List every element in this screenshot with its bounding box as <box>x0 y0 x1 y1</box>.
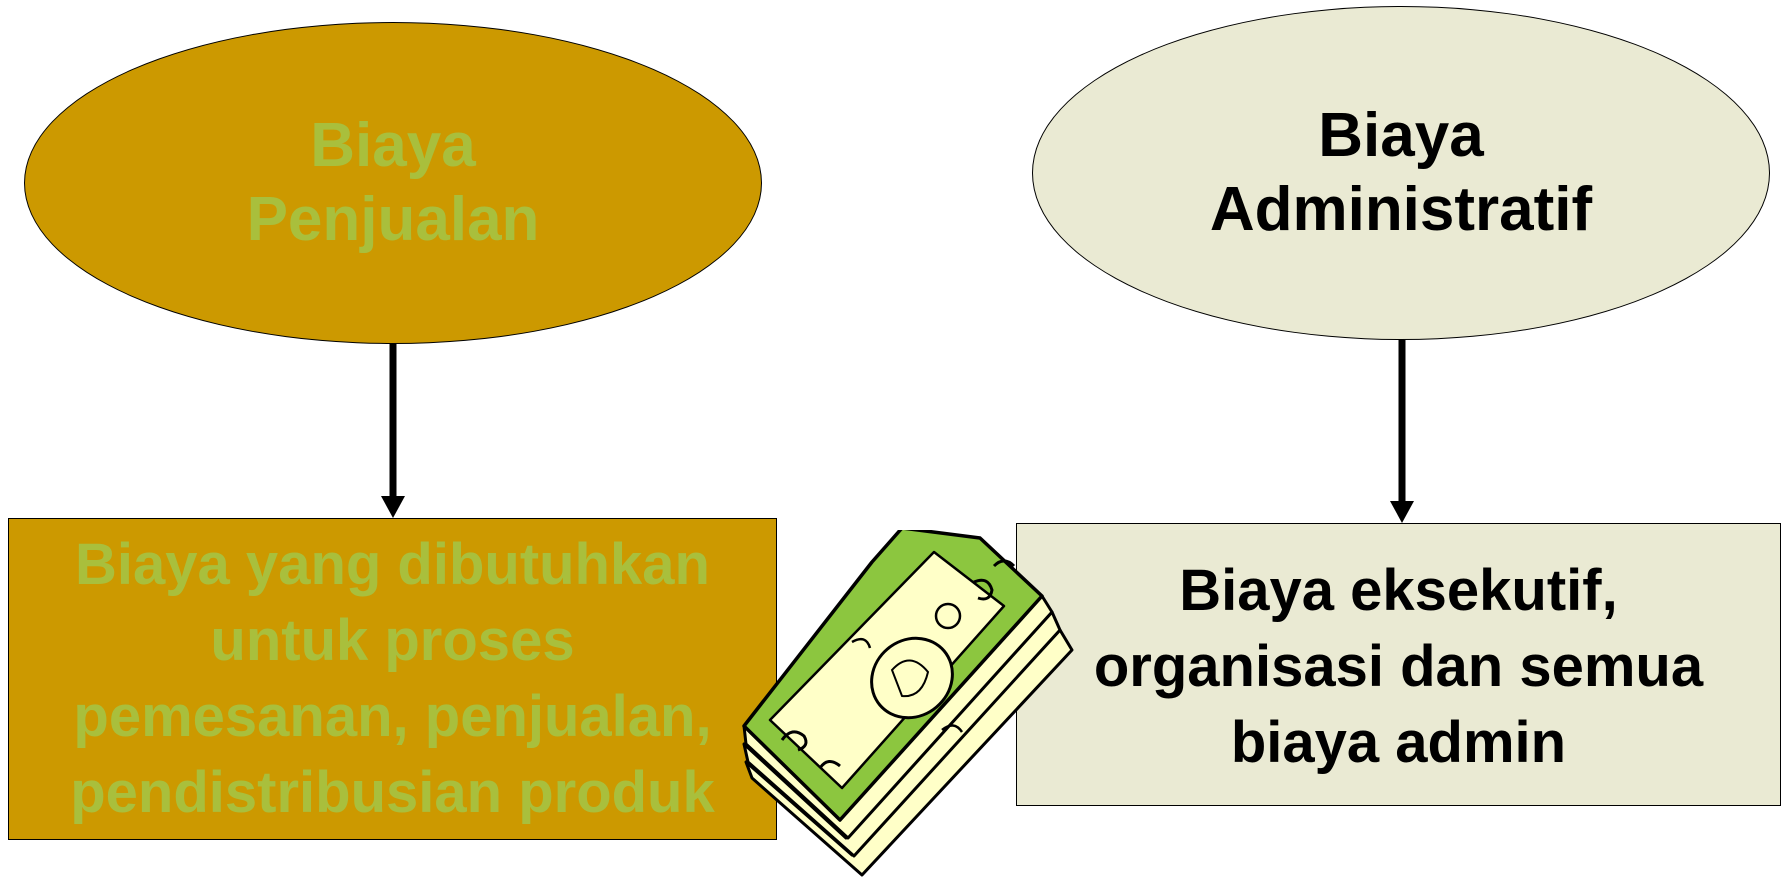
admin-cost-title: Biaya Administratif <box>1209 101 1593 244</box>
arrow-down-icon <box>381 344 405 518</box>
admin-cost-ellipse: Biaya Administratif <box>1032 6 1770 340</box>
admin-cost-description: Biaya eksekutif, organisasi dan semua bi… <box>1093 557 1704 775</box>
admin-cost-description-box: Biaya eksekutif, organisasi dan semua bi… <box>1016 523 1781 806</box>
selling-cost-title: Biaya Penjualan <box>246 111 540 254</box>
arrow-down-icon <box>1390 340 1414 523</box>
money-stack-icon <box>742 530 1074 877</box>
selling-cost-description: Biaya yang dibutuhkan untuk proses pemes… <box>70 532 715 825</box>
selling-cost-ellipse: Biaya Penjualan <box>24 22 762 344</box>
selling-cost-description-box: Biaya yang dibutuhkan untuk proses pemes… <box>8 518 777 840</box>
